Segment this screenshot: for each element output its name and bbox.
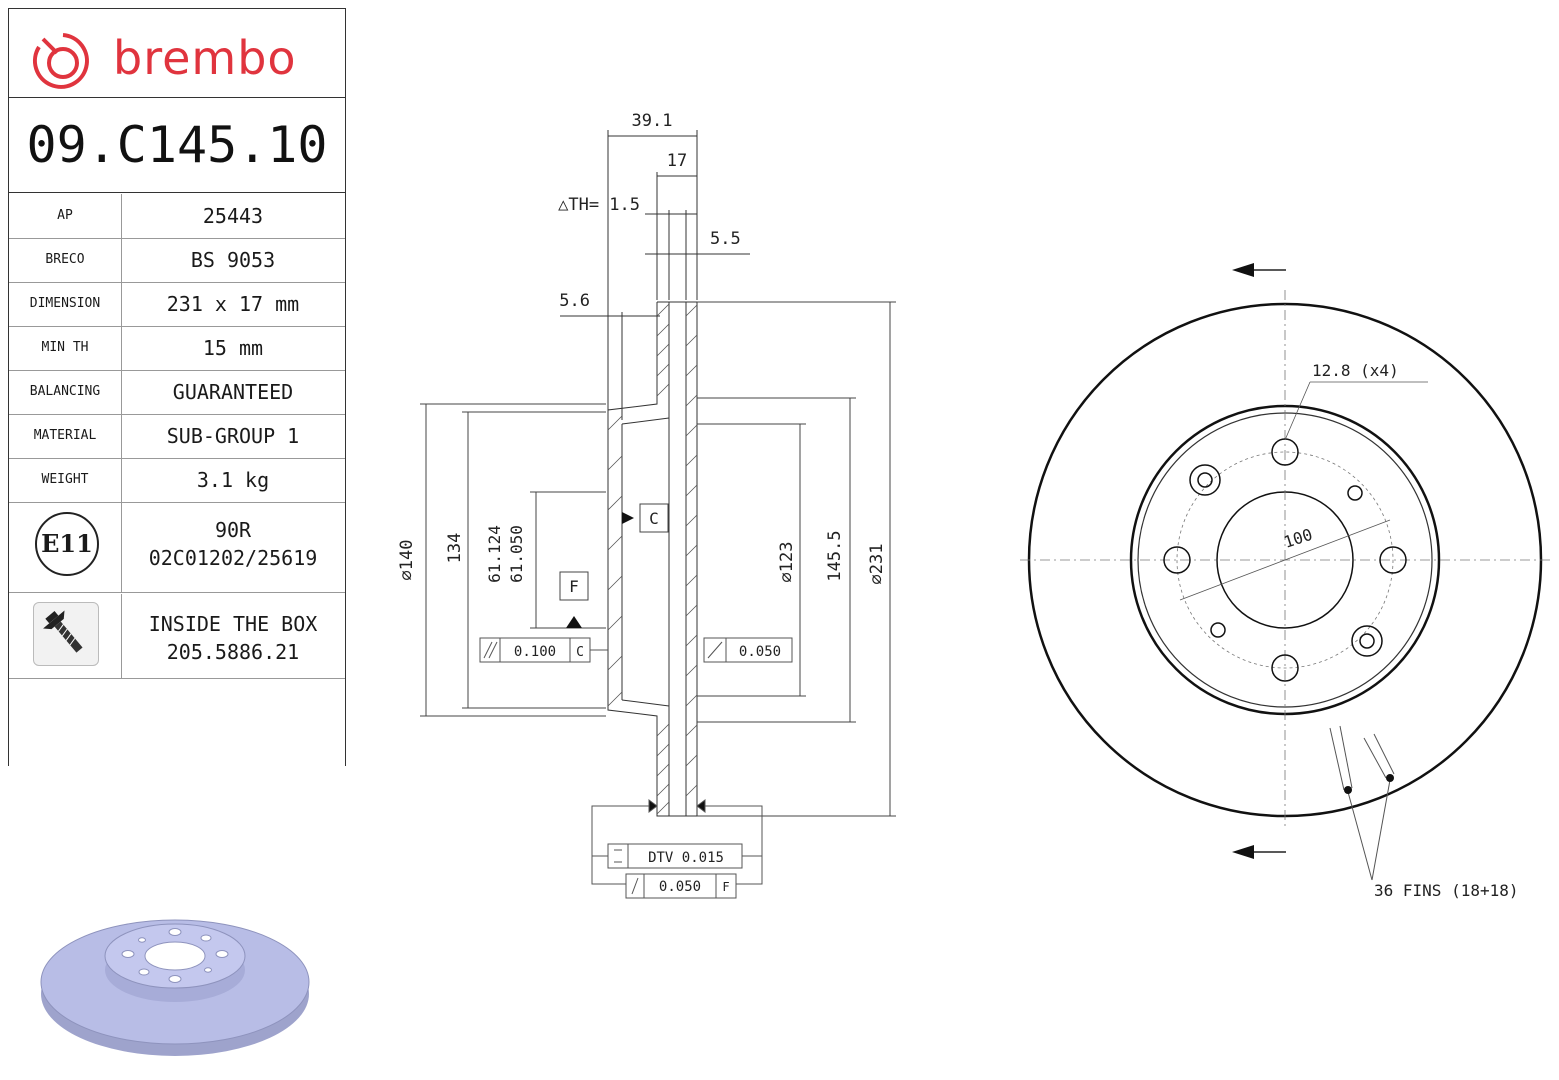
spec-value: 3.1 kg: [196, 468, 270, 492]
spec-value: 25443: [202, 204, 264, 228]
dim-thickness: 17: [667, 151, 687, 171]
part-number: 09.C145.10: [9, 98, 345, 193]
fin-marker-dot: [1386, 774, 1394, 782]
inside-box-key-cell: [9, 594, 122, 678]
dim-d140: ∅140: [397, 540, 417, 581]
bottom-tolerance-leaders: [591, 799, 763, 885]
inside-box-row: INSIDE THE BOX 205.5886.21: [9, 594, 345, 679]
disc-bolt-holes: [121, 928, 229, 983]
spec-row-material: MATERIAL SUB-GROUP 1: [9, 414, 345, 459]
parallel-tolerance-frame: [703, 637, 793, 663]
runout-tolerance-frame: [625, 873, 737, 899]
dim-delta-th: △TH= 1.5: [558, 195, 640, 215]
spec-row-dimension: DIMENSION 231 x 17 mm: [9, 282, 345, 327]
spec-key: MATERIAL: [9, 414, 122, 458]
spec-value: SUB-GROUP 1: [166, 424, 300, 448]
logo-row: brembo: [9, 8, 345, 98]
screw-icon: [43, 610, 83, 653]
spec-row-balancing: BALANCING GUARANTEED: [9, 370, 345, 415]
approval-line-1: 90R: [214, 518, 252, 542]
pcd-label: 100: [1281, 525, 1314, 552]
datum-f-box: [559, 571, 589, 601]
dim-d145: 145.5: [825, 530, 845, 581]
section-hatching: [607, 303, 698, 815]
brand-name: brembo: [113, 31, 297, 85]
flatness-tolerance-frame: [479, 637, 608, 663]
dim-bore-max: 61.124: [485, 525, 504, 583]
datum-c-arrow-icon: [622, 512, 634, 524]
approval-row: E11 90R 02C01202/25619: [9, 502, 345, 593]
screw-icon-frame: [33, 602, 99, 666]
spec-value: BS 9053: [190, 248, 276, 272]
dim-fin-gap: 5.5: [710, 229, 741, 249]
bolt-holes: [1163, 438, 1407, 682]
dim-bore-min: 61.050: [507, 525, 526, 583]
spec-key: AP: [9, 194, 122, 238]
approval-value-cell: 90R 02C01202/25619: [121, 502, 345, 592]
spec-value: 15 mm: [202, 336, 264, 360]
datum-f-arrow-icon: [566, 616, 582, 628]
inside-box-value-cell: INSIDE THE BOX 205.5886.21: [121, 594, 345, 678]
front-view-drawing: 100 12.8 (x4) 36 FINS (18+18): [1020, 263, 1550, 900]
spec-key: BRECO: [9, 238, 122, 282]
rotation-arrow-icon: [1232, 263, 1286, 859]
inside-box-line-1: INSIDE THE BOX: [148, 612, 318, 636]
spec-key: WEIGHT: [9, 458, 122, 502]
dtv-tolerance-frame: [607, 843, 743, 869]
section-view-drawing: 39.1 17 △TH= 1.5 5.5 5.6 ∅140 134 61.124…: [397, 111, 896, 899]
approval-key-cell: E11: [9, 502, 122, 592]
spec-value: GUARANTEED: [172, 380, 294, 404]
approval-line-2: 02C01202/25619: [148, 546, 318, 570]
dim-hat-offset: 5.6: [559, 291, 590, 311]
cooling-fins-icon: [1329, 725, 1395, 881]
spec-row-ap: AP 25443: [9, 194, 345, 239]
runout-ref: F: [722, 880, 729, 894]
spec-value: 231 x 17 mm: [166, 292, 300, 316]
spec-row-min-th: MIN TH 15 mm: [9, 326, 345, 371]
flatness-value: 0.100: [514, 644, 556, 660]
dtv-label: DTV 0.015: [648, 850, 724, 866]
dim-d123: ∅123: [777, 542, 797, 583]
dim-width-total: 39.1: [632, 111, 673, 131]
inside-box-line-2: 205.5886.21: [166, 640, 300, 664]
dim-d231: ∅231: [867, 544, 887, 585]
spec-row-weight: WEIGHT 3.1 kg: [9, 458, 345, 503]
datum-c-label: C: [649, 509, 659, 528]
disc-center-bore: [144, 941, 206, 971]
spec-panel: brembo 09.C145.10 AP 25443 BRECO BS 9053…: [8, 8, 346, 766]
disc-3d-render: [40, 919, 310, 1056]
spec-key: MIN TH: [9, 326, 122, 370]
datum-f-label: F: [569, 577, 579, 596]
datum-c-box: [639, 503, 669, 533]
brembo-logo-icon: [33, 33, 89, 89]
e11-approval-badge: E11: [35, 512, 99, 576]
fins-label: 36 FINS (18+18): [1374, 881, 1519, 900]
spec-row-breco: BRECO BS 9053: [9, 238, 345, 283]
runout-value: 0.050: [659, 879, 701, 895]
fin-marker-dot: [1344, 786, 1352, 794]
parallel-value: 0.050: [739, 644, 781, 660]
flatness-ref: C: [576, 645, 584, 660]
spec-key: BALANCING: [9, 370, 122, 414]
hole-label: 12.8 (x4): [1312, 361, 1399, 380]
spec-key: DIMENSION: [9, 282, 122, 326]
pcd-circle: [1176, 451, 1394, 669]
dim-d134: 134: [445, 533, 465, 564]
